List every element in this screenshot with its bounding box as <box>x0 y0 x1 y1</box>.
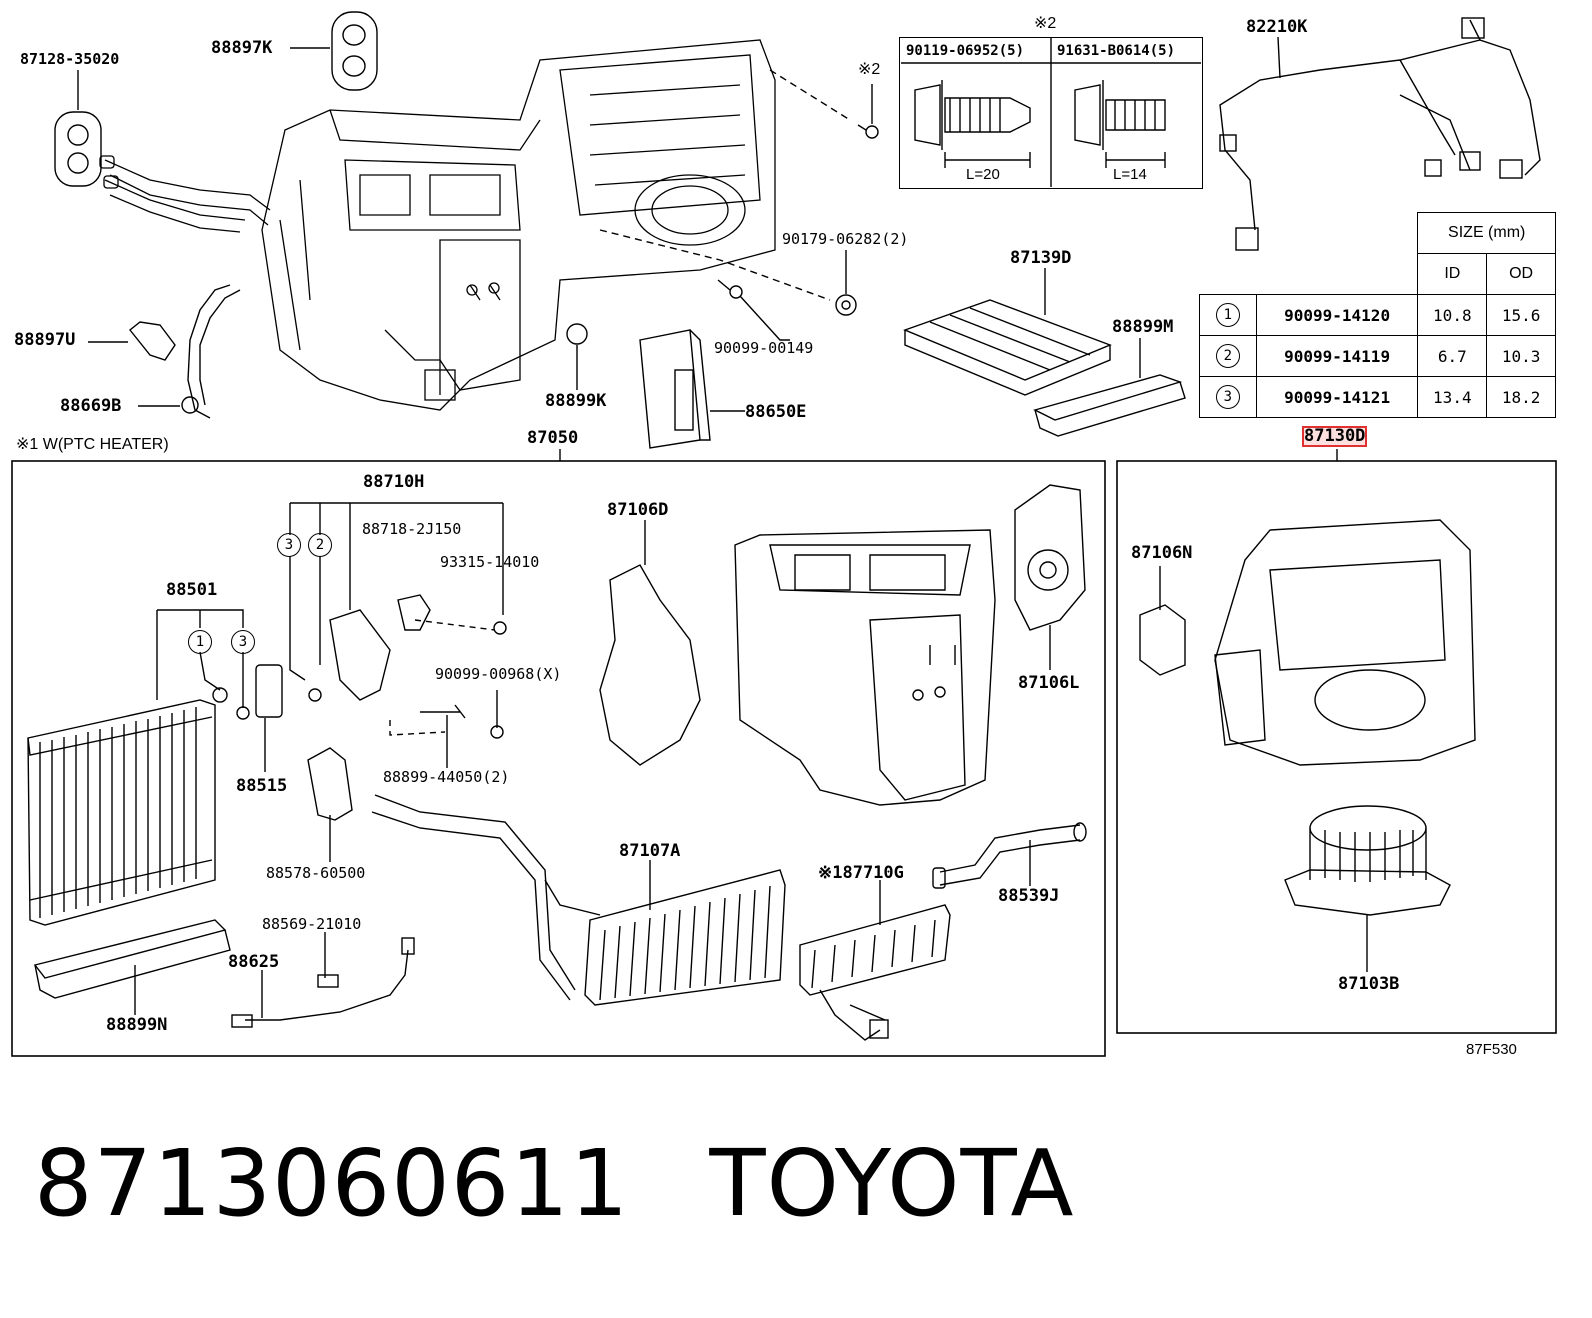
ptc-heater-note: ※1 W(PTC HEATER) <box>16 436 169 453</box>
grommet-88899k <box>566 323 588 345</box>
part-label-88515[interactable]: 88515 <box>236 776 288 796</box>
expansion-valve-parts <box>212 594 507 739</box>
actuator-87106n <box>1139 604 1186 676</box>
part-label-88501[interactable]: 88501 <box>166 580 218 600</box>
part-label-88578-60500[interactable]: 88578-60500 <box>266 864 366 882</box>
cover-88899n <box>33 919 231 999</box>
row-od: 18.2 <box>1486 376 1556 418</box>
part-label-87106n[interactable]: 87106N <box>1131 543 1193 563</box>
size-table: SIZE (mm) ID OD 1 90099-14120 10.8 15.6 … <box>1199 212 1556 418</box>
callout-circle: 2 <box>308 533 332 557</box>
row-id: 6.7 <box>1417 335 1488 377</box>
fastener-table: 90119-06952(5) 91631-B0614(5) L=20 L=14 <box>899 37 1203 189</box>
part-number: 8713060611 <box>34 1130 630 1237</box>
part-label-88569-21010[interactable]: 88569-21010 <box>262 915 362 933</box>
hvac-case-inner <box>734 529 996 806</box>
row-od: 10.3 <box>1486 335 1556 377</box>
note2-bolt: ※2 <box>858 61 881 78</box>
row-part: 90099-14119 <box>1255 335 1419 377</box>
hvac-unit-main <box>261 39 776 411</box>
part-label-88897k[interactable]: 88897K <box>211 38 273 58</box>
row-id: 13.4 <box>1417 376 1488 418</box>
fastener-len1: L=20 <box>966 166 1000 183</box>
wire-88625 <box>231 937 415 1028</box>
grommet-87128 <box>54 111 102 187</box>
table-row: 1 90099-14120 10.8 15.6 <box>1199 294 1556 336</box>
part-label-88650e[interactable]: 88650E <box>745 402 807 422</box>
cabin-filter-87139d <box>903 299 1112 396</box>
leader-82210k <box>1277 36 1281 79</box>
part-label-88710h[interactable]: 88710H <box>363 472 425 492</box>
part-label-88899m[interactable]: 88899M <box>1112 317 1174 337</box>
part-label-87107a[interactable]: 87107A <box>619 841 681 861</box>
diagram-code: 87F530 <box>1466 1041 1517 1058</box>
ptc-heater-frame <box>11 460 1106 1057</box>
row-part: 90099-14121 <box>1255 376 1419 418</box>
grommet-88897k <box>331 11 378 91</box>
part-label-88899-44050[interactable]: 88899-44050(2) <box>383 768 510 786</box>
hose-88539j <box>932 822 1087 889</box>
part-label-87106l[interactable]: 87106L <box>1018 673 1080 693</box>
part-label-87130d-highlighted[interactable]: 87130D <box>1301 426 1368 447</box>
part-label-88718-2j150[interactable]: 88718-2J150 <box>362 520 462 538</box>
ecu-88650e <box>639 329 711 449</box>
heater-core-87107a <box>371 794 786 1006</box>
part-label-88669b[interactable]: 88669B <box>60 396 122 416</box>
filter-cover-88899m <box>1033 374 1186 437</box>
size-header: SIZE (mm) <box>1417 212 1556 254</box>
drain-hose <box>129 284 241 419</box>
part-label-87710g[interactable]: ※187710G <box>818 863 904 883</box>
part-label-88899n[interactable]: 88899N <box>106 1015 168 1035</box>
table-row: 3 90099-14121 13.4 18.2 <box>1199 376 1556 418</box>
actuator-87106l <box>1014 484 1086 631</box>
part-label-82210k[interactable]: 82210K <box>1246 17 1308 37</box>
part-label-90099-00149[interactable]: 90099-00149 <box>714 339 814 357</box>
callout-circle: 3 <box>277 533 301 557</box>
part-label-88897u[interactable]: 88897U <box>14 330 76 350</box>
part-label-88539j[interactable]: 88539J <box>998 886 1060 906</box>
row-number: 2 <box>1215 344 1240 368</box>
blower-unit <box>1214 519 1476 766</box>
fastener-drawings <box>901 38 1201 187</box>
callout-brackets <box>134 502 1368 1018</box>
part-label-87128-35020[interactable]: 87128-35020 <box>20 50 120 68</box>
actuator-87106d <box>599 564 701 766</box>
callout-circle: 1 <box>188 630 212 654</box>
note2-top: ※2 <box>1034 15 1057 32</box>
part-label-93315-14010[interactable]: 93315-14010 <box>440 553 540 571</box>
part-label-87103b[interactable]: 87103B <box>1338 974 1400 994</box>
row-number: 1 <box>1215 303 1240 327</box>
part-label-90179-06282[interactable]: 90179-06282(2) <box>782 230 909 248</box>
row-od: 15.6 <box>1486 294 1556 336</box>
part-label-87139d[interactable]: 87139D <box>1010 248 1072 268</box>
fastener-col2: 91631-B0614(5) <box>1057 43 1176 59</box>
callout-circle: 3 <box>231 630 255 654</box>
harness-82210k <box>1219 17 1541 251</box>
ptc-heater-87710g <box>799 904 951 1041</box>
part-label-87106d[interactable]: 87106D <box>607 500 669 520</box>
brand-name: TOYOTA <box>709 1130 1075 1237</box>
blower-motor-87103b <box>1284 805 1451 916</box>
row-number: 3 <box>1215 385 1240 409</box>
part-label-88625[interactable]: 88625 <box>228 952 280 972</box>
size-col-od: OD <box>1486 253 1556 295</box>
row-id: 10.8 <box>1417 294 1488 336</box>
row-part: 90099-14120 <box>1255 294 1419 336</box>
fastener-len2: L=14 <box>1113 166 1147 183</box>
thermistor-88578 <box>307 747 353 821</box>
screws-top <box>599 69 879 341</box>
fastener-col1: 90119-06952(5) <box>906 43 1025 59</box>
part-label-88899k[interactable]: 88899K <box>545 391 607 411</box>
evaporator-88501 <box>27 699 216 926</box>
size-col-id: ID <box>1417 253 1488 295</box>
table-row: 2 90099-14119 6.7 10.3 <box>1199 335 1556 377</box>
part-label-90099-00968[interactable]: 90099-00968(X) <box>435 665 562 683</box>
heater-pipes <box>99 155 271 233</box>
part-label-87050[interactable]: 87050 <box>527 428 579 448</box>
